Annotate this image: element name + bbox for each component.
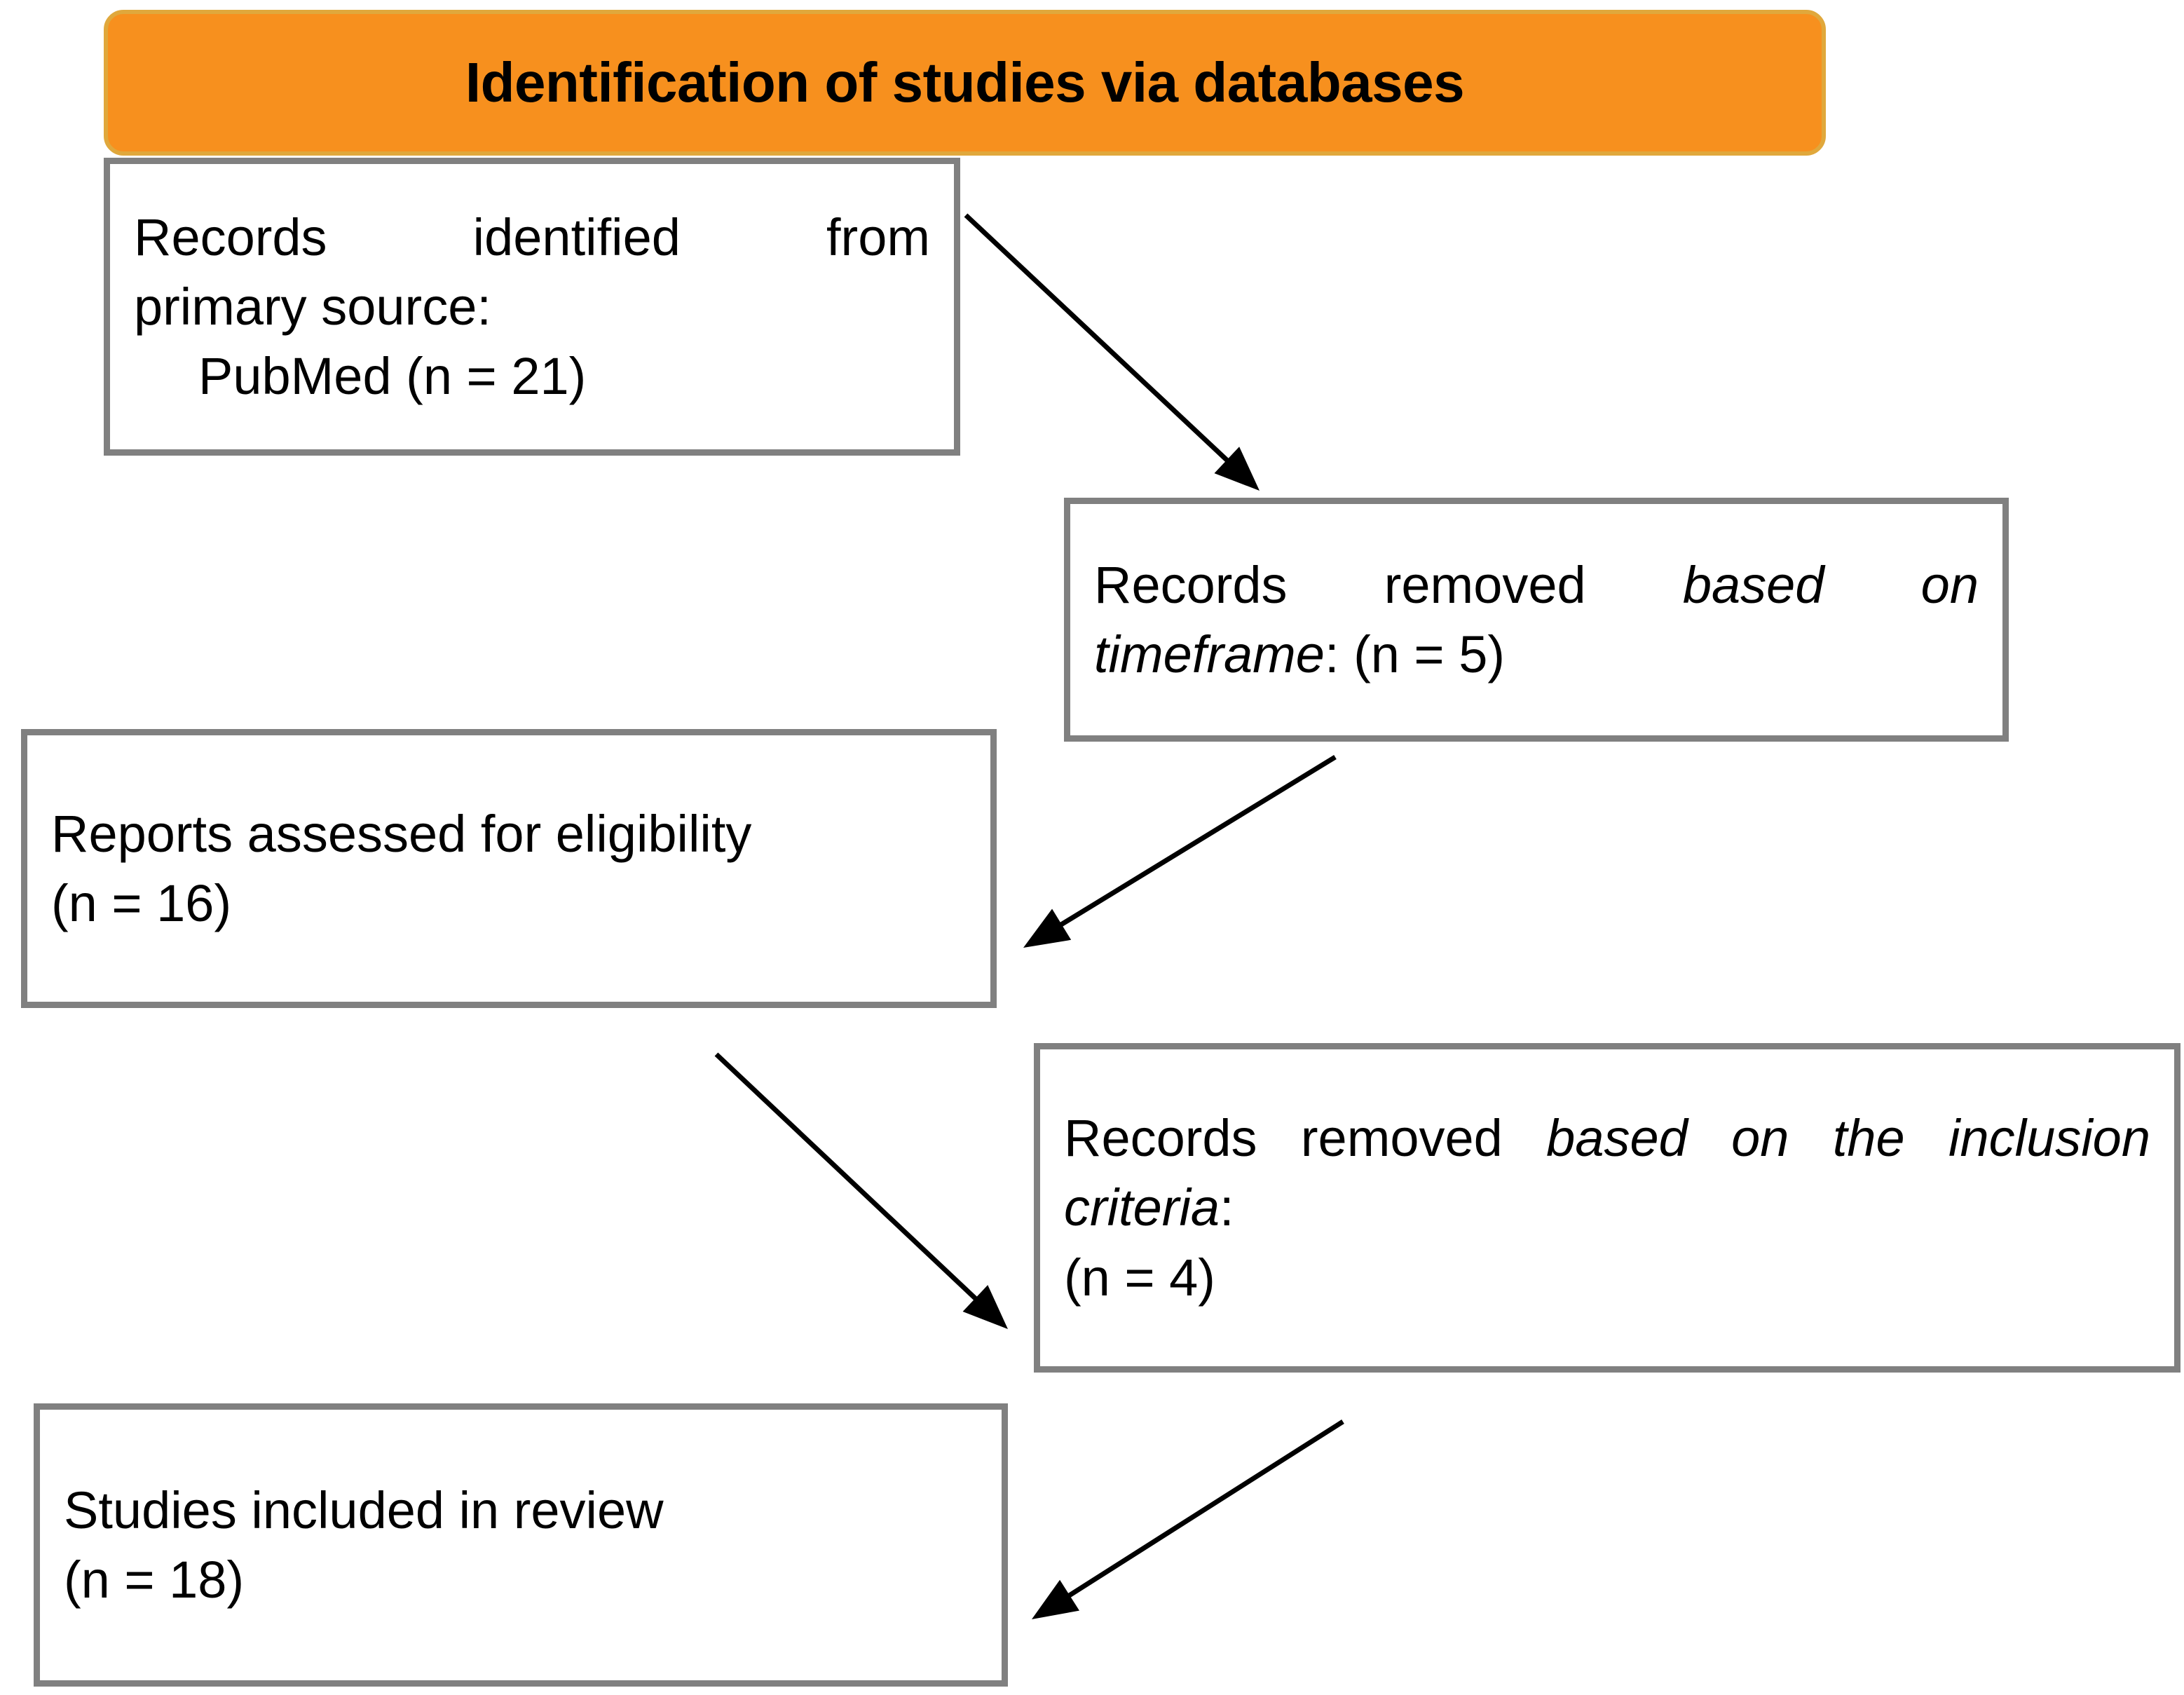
eligibility-to-inclusion-arrowhead — [962, 1285, 1008, 1329]
eligibility-line-2: (n = 16) — [51, 874, 232, 932]
removed-timeframe-lead: Records removed — [1094, 555, 1683, 614]
removed-inclusion-lead: Records removed — [1064, 1109, 1547, 1168]
identification-section-banner: Identification of studies via databases — [104, 10, 1826, 156]
banner-title: Identification of studies via databases — [465, 51, 1465, 114]
box-reports-assessed-eligibility: Reports assessed for eligibility (n = 16… — [21, 729, 997, 1008]
box-studies-included-review: Studies included in review (n = 18) — [34, 1403, 1008, 1687]
removed-inclusion-count: (n = 4) — [1064, 1248, 1215, 1307]
eligibility-to-inclusion-line — [714, 1052, 985, 1307]
identified-to-timeframe-arrowhead — [1214, 447, 1260, 491]
records-removed-timeframe-text: Records removed based on timeframe: (n =… — [1094, 550, 1979, 689]
removed-inclusion-tail: : — [1220, 1178, 1234, 1237]
records-identified-line-2: primary source: — [134, 277, 491, 336]
timeframe-to-eligibility-arrowhead — [1023, 908, 1072, 948]
inclusion-to-included-arrowhead — [1032, 1579, 1079, 1619]
records-identified-line-3: PubMed (n = 21) — [198, 347, 587, 406]
identified-to-timeframe-line — [964, 213, 1236, 469]
removed-inclusion-emphasis: based on the inclusion criteria — [1064, 1109, 2150, 1237]
records-removed-inclusion-text: Records removed based on the inclusion c… — [1064, 1103, 2150, 1242]
eligibility-line-1: Reports assessed for eligibility — [51, 804, 752, 863]
removed-timeframe-emphasis: based on timeframe — [1094, 555, 1979, 683]
box-records-removed-timeframe: Records removed based on timeframe: (n =… — [1064, 498, 2009, 742]
removed-timeframe-tail: : (n = 5) — [1324, 625, 1506, 683]
records-identified-line-1: Records identified from — [134, 207, 930, 266]
included-line-1: Studies included in review — [64, 1480, 664, 1539]
inclusion-to-included-line — [1060, 1420, 1344, 1603]
timeframe-to-eligibility-line — [1051, 755, 1337, 932]
box-records-removed-inclusion-criteria: Records removed based on the inclusion c… — [1034, 1043, 2180, 1373]
box-records-identified: Records identified from primary source: … — [104, 158, 960, 456]
included-line-2: (n = 18) — [64, 1551, 245, 1609]
